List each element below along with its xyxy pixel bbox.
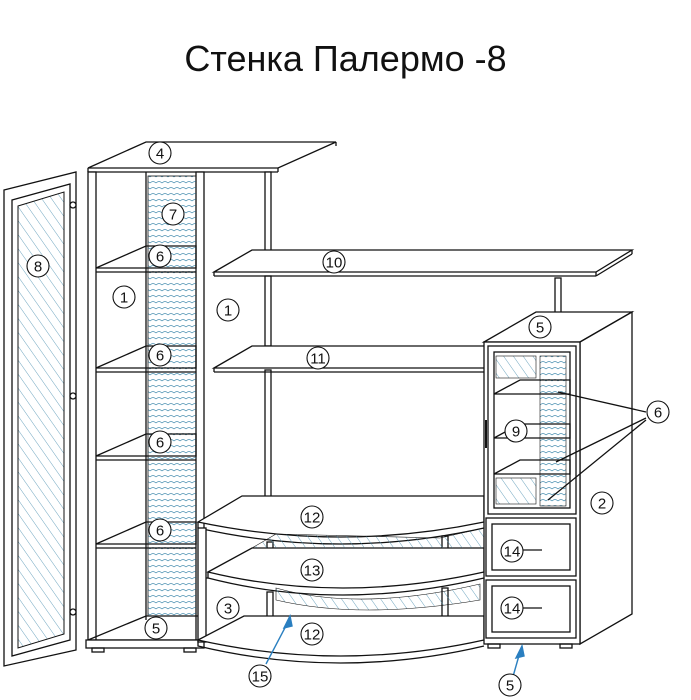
label-11: 11 — [310, 351, 326, 368]
label-2: 2 — [598, 496, 606, 513]
callout-9 — [504, 419, 528, 443]
pointer-arrows — [265, 613, 525, 681]
callout-8 — [26, 254, 50, 278]
callout-7 — [161, 202, 185, 226]
callout-2 — [590, 491, 614, 515]
label-15: 15 — [252, 669, 269, 686]
tv-stand — [196, 495, 485, 664]
callout-6e — [646, 400, 670, 424]
callout-12a — [300, 505, 324, 529]
callout-10 — [322, 250, 346, 274]
middle-shelf — [211, 345, 523, 373]
callout-6d — [148, 518, 172, 542]
callout-6c — [148, 430, 172, 454]
label-12: 12 — [304, 627, 321, 644]
leader-lines — [547, 391, 647, 501]
diagram-title: Стенка Палермо -8 — [184, 38, 507, 79]
callout-6b — [148, 343, 172, 367]
callout-1b — [216, 298, 240, 322]
callout-14b — [500, 596, 524, 620]
callout-4 — [148, 141, 172, 165]
callout-13 — [300, 558, 324, 582]
callout-6a — [148, 244, 172, 268]
label-10: 10 — [326, 255, 343, 272]
label-6: 6 — [156, 523, 164, 540]
callout-12b — [300, 622, 324, 646]
label-14: 14 — [504, 544, 521, 561]
label-12: 12 — [304, 510, 321, 527]
label-5: 5 — [506, 678, 514, 695]
glass-door — [3, 171, 77, 667]
top-shelf — [211, 249, 635, 277]
label-3: 3 — [224, 601, 232, 618]
label-9: 9 — [512, 424, 520, 441]
callout-5b — [528, 315, 552, 339]
label-7: 7 — [169, 207, 177, 224]
label-6: 6 — [156, 348, 164, 365]
callout-11 — [306, 346, 330, 370]
label-6: 6 — [156, 435, 164, 452]
callout-15 — [248, 664, 272, 688]
label-5: 5 — [536, 320, 544, 337]
label-14: 14 — [504, 601, 521, 618]
label-6: 6 — [156, 249, 164, 266]
callout-14a — [500, 539, 524, 563]
label-13: 13 — [304, 563, 321, 580]
label-6: 6 — [654, 405, 662, 422]
label-4: 4 — [156, 146, 164, 163]
callout-1a — [112, 285, 136, 309]
right-cabinet — [481, 310, 635, 649]
label-5: 5 — [152, 621, 160, 638]
label-1: 1 — [120, 290, 128, 307]
label-8: 8 — [34, 259, 42, 276]
label-1: 1 — [224, 303, 232, 320]
callout-5c — [498, 673, 522, 697]
callout-3 — [216, 596, 240, 620]
callout-5a — [144, 616, 168, 640]
